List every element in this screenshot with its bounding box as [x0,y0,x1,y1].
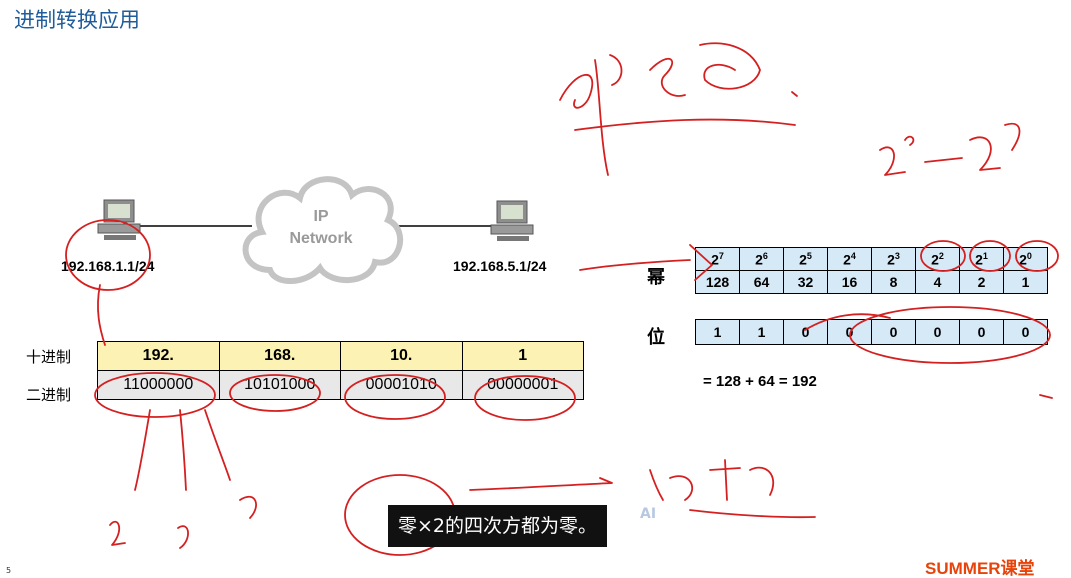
binary-cell: 00000001 [461,370,584,400]
slide-title: 进制转换应用 [14,8,140,32]
bit-cell: 0 [1003,319,1048,345]
value-cell: 128 [695,270,740,294]
power-cell: 27 [695,247,740,271]
decimal-row: 192. 168. 10. 1 [97,341,584,371]
conversion-formula: = 128 + 64 = 192 [703,373,817,390]
host-right-ip: 192.168.5.1/24 [453,258,547,274]
bit-label: 位 [647,327,665,348]
power-table: 27 26 25 24 23 22 21 20 128 64 32 16 8 4… [695,247,1048,294]
power-cell: 21 [959,247,1004,271]
ip-conversion-table: 192. 168. 10. 1 11000000 10101000 000010… [97,341,584,400]
power-exponent: 4 [850,250,856,261]
power-cell: 23 [871,247,916,271]
power-base: 2 [975,251,983,268]
power-label: 幂 [647,267,665,288]
power-exponent: 0 [1026,250,1032,261]
power-exponent: 7 [718,250,724,261]
bit-cell: 0 [827,319,872,345]
page-number: 5 [6,566,12,575]
decimal-cell: 168. [218,341,341,371]
value-cell: 16 [827,270,872,294]
exponent-row: 27 26 25 24 23 22 21 20 [695,247,1048,271]
bit-cell: 1 [695,319,740,345]
power-base: 2 [887,251,895,268]
bit-table: 1 1 0 0 0 0 0 0 [695,319,1048,345]
power-base: 2 [1019,251,1027,268]
cloud-label-line1: IP [313,208,329,225]
brand-logo: SUMMER课堂 [925,559,1035,578]
power-base: 2 [843,251,851,268]
video-subtitle: 零×2的四次方都为零。 [388,505,608,547]
binary-cell: 10101000 [218,370,341,400]
cloud-label-line2: Network [289,230,353,247]
power-cell: 20 [1003,247,1048,271]
decimal-cell: 1 [461,341,584,371]
decimal-cell: 192. [97,341,220,371]
bit-cell: 0 [783,319,828,345]
bit-cell: 0 [871,319,916,345]
value-cell: 1 [1003,270,1048,294]
power-exponent: 2 [938,250,944,261]
value-cell: 4 [915,270,960,294]
value-cell: 8 [871,270,916,294]
cloud-label: IP Network [278,206,364,250]
value-row: 128 64 32 16 8 4 2 1 [695,270,1048,294]
bit-cell: 0 [915,319,960,345]
power-exponent: 1 [982,250,988,261]
value-cell: 64 [739,270,784,294]
ai-watermark: AI [640,506,657,522]
power-cell: 26 [739,247,784,271]
decimal-cell: 10. [340,341,463,371]
power-base: 2 [799,251,807,268]
binary-cell: 00001010 [340,370,463,400]
bit-cell: 1 [739,319,784,345]
binary-row-label: 二进制 [26,386,72,404]
decimal-row-label: 十进制 [26,348,72,366]
power-base: 2 [755,251,763,268]
power-exponent: 5 [806,250,812,261]
power-cell: 25 [783,247,828,271]
bit-row: 1 1 0 0 0 0 0 0 [695,319,1048,345]
power-base: 2 [711,251,719,268]
binary-row: 11000000 10101000 00001010 00000001 [97,370,584,400]
value-cell: 2 [959,270,1004,294]
power-cell: 22 [915,247,960,271]
power-exponent: 6 [762,250,768,261]
computer-icon-right [490,200,534,241]
power-cell: 24 [827,247,872,271]
host-left-ip: 192.168.1.1/24 [61,258,155,274]
power-base: 2 [931,251,939,268]
bit-cell: 0 [959,319,1004,345]
value-cell: 32 [783,270,828,294]
computer-icon-left [97,199,141,240]
power-exponent: 3 [894,250,900,261]
cloud-icon [242,176,404,284]
binary-cell: 11000000 [97,370,220,400]
